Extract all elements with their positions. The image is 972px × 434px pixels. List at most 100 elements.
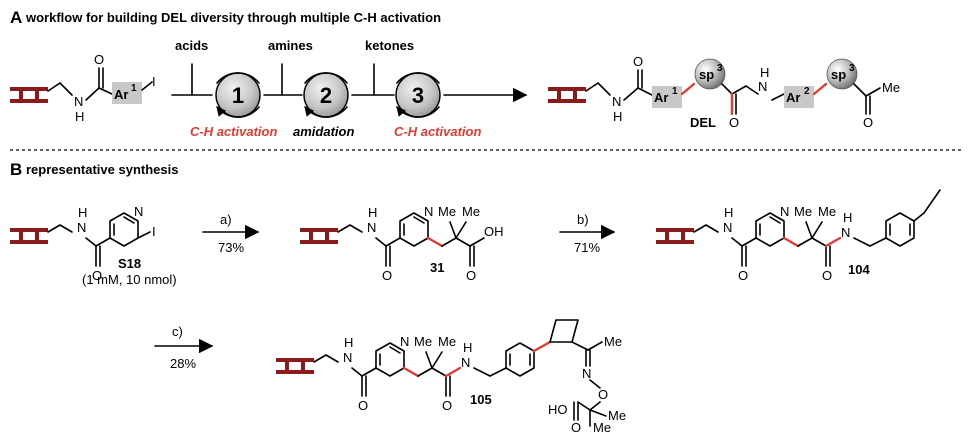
section-a-start-structure: O N H Ar 1 I bbox=[10, 52, 156, 124]
step-number: 2 bbox=[320, 83, 332, 108]
compound-s18: H N N O I S18 (1 mM, 10 nmol) bbox=[10, 204, 177, 287]
atom-label: O bbox=[822, 268, 832, 283]
del-label: DEL bbox=[690, 115, 716, 130]
atom-label: Ar bbox=[114, 87, 128, 102]
atom-label: sp bbox=[831, 67, 846, 82]
atom-label: O bbox=[598, 387, 608, 402]
section-a-header: A workflow for building DEL diversity th… bbox=[10, 8, 441, 27]
atom-label: Me bbox=[882, 80, 900, 95]
atom-label: H bbox=[368, 205, 377, 220]
atom-label: O bbox=[442, 398, 452, 413]
atom-label: Ar bbox=[786, 90, 800, 105]
atom-superscript: 2 bbox=[804, 86, 810, 97]
compound-105: H N N O Me Me H N O Me N O HO O Me Me 10… bbox=[276, 319, 626, 434]
atom-label: N bbox=[343, 350, 352, 365]
atom-label: N bbox=[723, 220, 732, 235]
dna-linker-icon bbox=[300, 228, 338, 244]
atom-superscript: 1 bbox=[672, 86, 678, 97]
dna-linker-icon bbox=[548, 87, 586, 103]
step-yield: 71% bbox=[574, 240, 600, 255]
atom-label: H bbox=[760, 65, 769, 80]
section-a-product-structure: O N H Ar 1 sp 3 O N H Ar 2 sp 3 Me O DEL bbox=[548, 54, 900, 130]
atom-label: N bbox=[612, 94, 621, 109]
compound-label-104: 104 bbox=[848, 262, 870, 277]
atom-label: N bbox=[77, 220, 86, 235]
atom-label: N bbox=[367, 220, 376, 235]
atom-label: HO bbox=[548, 402, 568, 417]
atom-label: Me bbox=[604, 334, 622, 349]
dna-linker-icon bbox=[10, 87, 48, 103]
atom-label: N bbox=[780, 204, 789, 219]
step-b-arrow: b) 71% bbox=[559, 212, 616, 255]
atom-label: Me bbox=[794, 204, 812, 219]
reaction-conditions: (1 mM, 10 nmol) bbox=[82, 272, 177, 287]
atom-label: Me bbox=[462, 204, 480, 219]
compound-label-31: 31 bbox=[430, 260, 444, 275]
step-number: 3 bbox=[412, 83, 424, 108]
dna-linker-icon bbox=[276, 358, 314, 374]
atom-label: O bbox=[358, 398, 368, 413]
atom-label: Ar bbox=[654, 90, 668, 105]
atom-label: O bbox=[94, 52, 104, 67]
compound-label-105: 105 bbox=[470, 392, 492, 407]
section-a-title: workflow for building DEL diversity thro… bbox=[25, 10, 441, 25]
atom-label: Me bbox=[593, 420, 611, 434]
atom-label: N bbox=[74, 94, 83, 109]
reagent-label-acids: acids bbox=[175, 38, 208, 53]
atom-superscript: 3 bbox=[849, 63, 855, 74]
step-label: C-H activation bbox=[394, 124, 481, 139]
atom-label: O bbox=[382, 268, 392, 283]
section-a-letter: A bbox=[10, 8, 22, 27]
step-yield: 28% bbox=[170, 356, 196, 371]
dna-linker-icon bbox=[656, 228, 694, 244]
atom-label: OH bbox=[484, 224, 504, 239]
atom-label: N bbox=[400, 334, 409, 349]
step-reagent: a) bbox=[220, 212, 232, 227]
aryl-box bbox=[784, 86, 814, 108]
dna-linker-icon bbox=[10, 228, 48, 244]
step-label: C-H activation bbox=[190, 124, 277, 139]
atom-label: H bbox=[613, 109, 622, 124]
compound-31: H N N O Me Me OH O 31 bbox=[300, 204, 504, 283]
atom-label: O bbox=[571, 420, 581, 434]
sp3-sphere bbox=[826, 58, 858, 90]
compound-label-s18: S18 bbox=[118, 256, 141, 271]
step-reagent: b) bbox=[577, 212, 589, 227]
reagent-label-ketones: ketones bbox=[365, 38, 414, 53]
atom-label: O bbox=[738, 268, 748, 283]
atom-label: N bbox=[134, 204, 143, 219]
atom-label: N bbox=[424, 204, 433, 219]
section-b-title: representative synthesis bbox=[26, 162, 178, 177]
atom-label: O bbox=[92, 268, 102, 283]
sp3-sphere bbox=[694, 58, 726, 90]
step-yield: 73% bbox=[218, 240, 244, 255]
section-b-letter: B bbox=[10, 160, 22, 179]
atom-label: H bbox=[344, 335, 353, 350]
step-c-arrow: c) 28% bbox=[154, 324, 214, 371]
atom-label: N bbox=[461, 355, 470, 370]
atom-label: O bbox=[466, 268, 476, 283]
section-a-pipeline: acids 1 C-H activation amines 2 amidatio… bbox=[171, 38, 528, 139]
compound-104: H N N O Me Me H N O 104 bbox=[656, 189, 941, 283]
atom-label: Me bbox=[438, 204, 456, 219]
atom-label: sp bbox=[699, 67, 714, 82]
atom-label: I bbox=[152, 224, 156, 239]
atom-label: N bbox=[758, 79, 767, 94]
atom-label: O bbox=[633, 54, 643, 69]
atom-superscript: 3 bbox=[717, 63, 723, 74]
atom-label: H bbox=[78, 205, 87, 220]
atom-label: Me bbox=[414, 334, 432, 349]
step-label: amidation bbox=[293, 124, 354, 139]
atom-label: H bbox=[724, 205, 733, 220]
atom-label: Me bbox=[818, 204, 836, 219]
atom-label: H bbox=[843, 210, 852, 225]
atom-label: N bbox=[582, 366, 591, 381]
atom-label: N bbox=[841, 225, 850, 240]
atom-label: Me bbox=[608, 408, 626, 423]
step-a-arrow: a) 73% bbox=[202, 212, 260, 255]
atom-label: I bbox=[152, 74, 156, 89]
atom-label: H bbox=[75, 109, 84, 124]
reagent-label-amines: amines bbox=[268, 38, 313, 53]
atom-label: Me bbox=[438, 334, 456, 349]
